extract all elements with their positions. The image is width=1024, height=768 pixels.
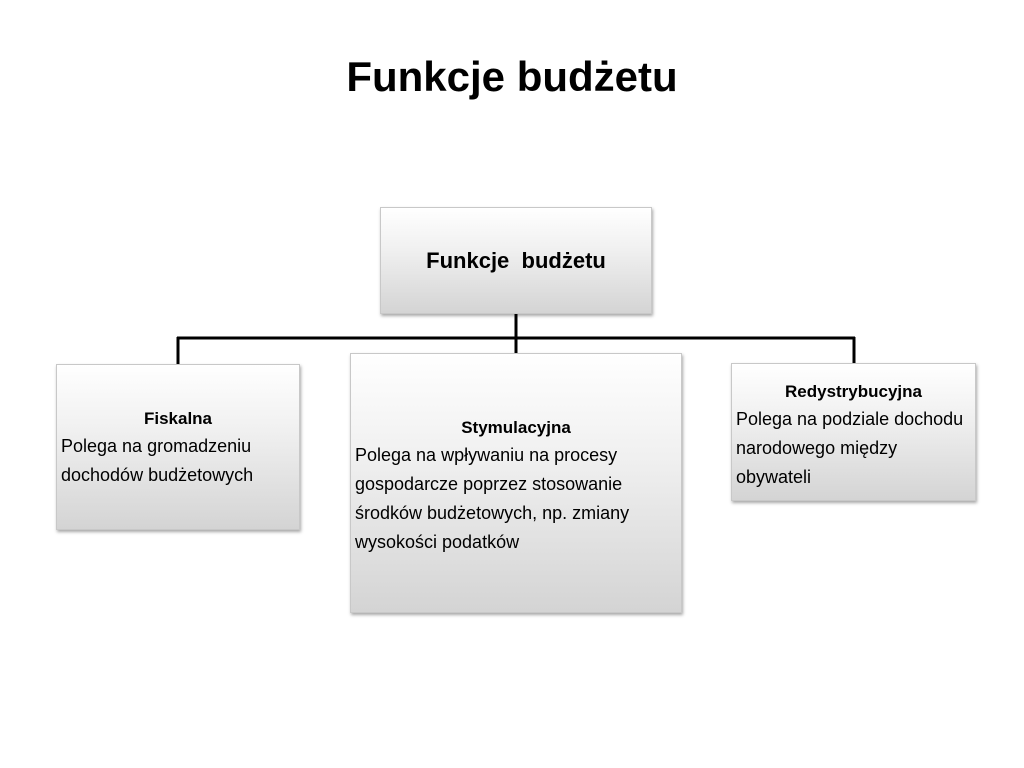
child-node-fiskalna: Fiskalna Polega na gromadzeniu dochodów …	[56, 364, 300, 530]
child-node-description: Polega na wpływaniu na procesy gospodarc…	[355, 445, 630, 552]
child-node-heading: Stymulacyjna	[461, 418, 571, 437]
child-node-stymulacyjna: Stymulacyjna Polega na wpływaniu na proc…	[350, 353, 682, 613]
child-node-heading: Redystrybucyjna	[785, 382, 922, 401]
child-node-heading: Fiskalna	[143, 409, 213, 428]
root-node-label: Funkcje budżetu	[426, 247, 606, 273]
child-node-description: Polega na gromadzeniu dochodów budżetowy…	[61, 436, 254, 485]
child-node-redystrybucyjna: Redystrybucyjna Polega na podziale docho…	[731, 363, 976, 501]
slide-title: Funkcje budżetu	[346, 53, 678, 100]
root-node-box: Funkcje budżetu	[380, 207, 652, 314]
child-node-description: Polega na podziale dochodu narodowego mi…	[736, 409, 964, 487]
